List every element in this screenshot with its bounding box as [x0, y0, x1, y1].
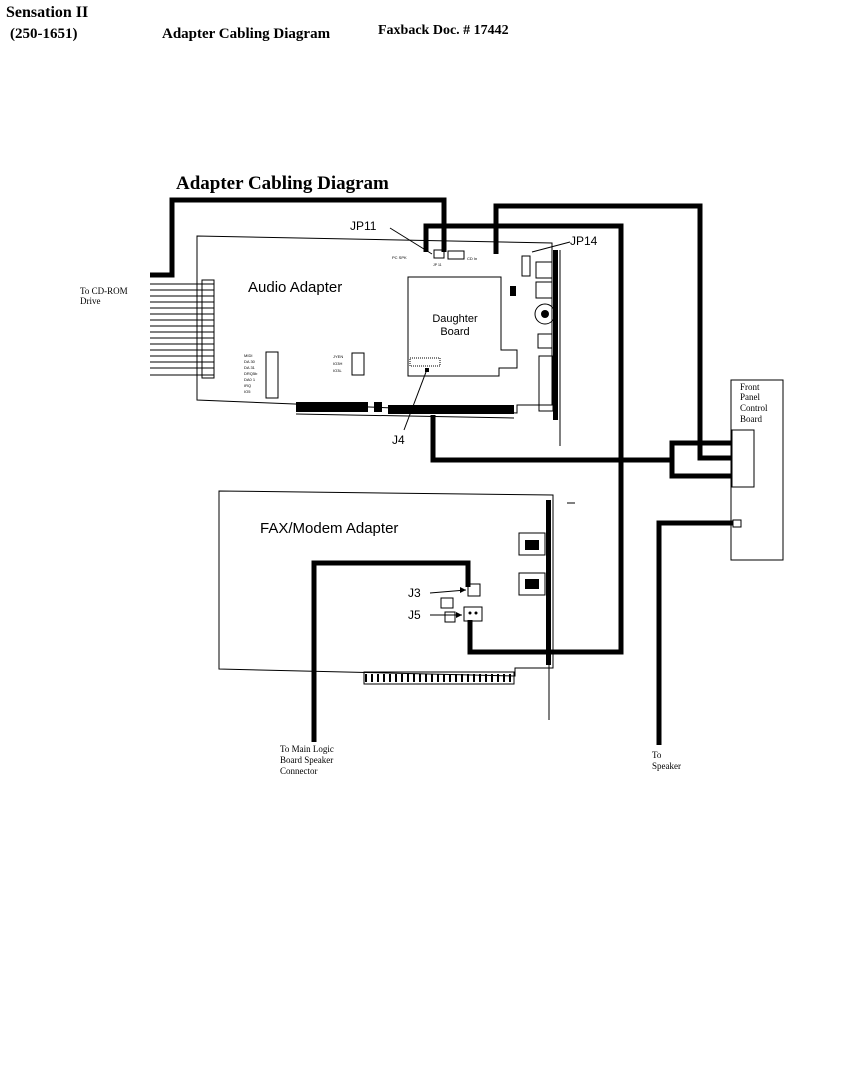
front-panel-label-line1: Front — [740, 382, 760, 392]
fax-modem-adapter-board: FAX/Modem Adapter — [218, 490, 575, 720]
front-panel-control-board: Front Panel Control Board — [730, 379, 784, 561]
front-panel-label-line2: Panel — [740, 392, 760, 402]
j4-leader — [403, 371, 427, 431]
j3-label: J3 — [408, 586, 421, 600]
cd-in-connector — [447, 250, 465, 260]
game-port — [538, 355, 554, 412]
cd-in-label: CD In — [467, 256, 477, 261]
svg-text:DA0 1: DA0 1 — [244, 377, 256, 382]
svg-text:DRQ5b: DRQ5b — [244, 371, 258, 376]
phone-jack-line — [518, 532, 546, 556]
jp14-to-front-panel-cable — [493, 203, 731, 461]
j4-connector — [425, 368, 429, 372]
audio-adapter-label: Audio Adapter — [248, 279, 342, 296]
front-panel-connector — [731, 429, 755, 488]
audio-jumper-block-right: JYEN IO3H IO3L — [333, 352, 365, 376]
product-name: Sensation II — [6, 4, 89, 21]
audio-jack — [537, 333, 553, 349]
document-title: Adapter Cabling Diagram — [162, 26, 331, 42]
to-main-logic-label-line1: To Main Logic — [280, 744, 334, 754]
fax-modem-label: FAX/Modem Adapter — [260, 520, 398, 537]
model-number: (250-1651) — [10, 26, 78, 42]
j5-connector — [463, 606, 483, 622]
svg-text:IRQ: IRQ — [244, 383, 251, 388]
front-panel-to-speaker-cable — [656, 520, 733, 745]
to-speaker-label-line1: To — [652, 750, 662, 760]
audio-adapter-board: Audio Adapter PC SPK CD In JP 11 MIDI DA… — [196, 235, 561, 446]
jp14-label: JP14 — [570, 234, 598, 248]
jp11-label: JP11 — [350, 219, 377, 233]
audio-edge-connector — [295, 402, 515, 419]
cdrom-audio-cable — [150, 197, 447, 278]
fax-edge-connector — [363, 671, 515, 685]
diagram-title: Adapter Cabling Diagram — [176, 173, 389, 194]
front-panel-label-line3: Control — [740, 403, 768, 413]
svg-text:DA 31: DA 31 — [244, 365, 256, 370]
jumper-block — [444, 611, 456, 623]
to-main-logic-label-line3: Connector — [280, 766, 318, 776]
to-cdrom-label-line2: Drive — [80, 296, 101, 306]
daughter-board: Daughter Board — [407, 276, 518, 377]
j4-to-front-panel-cable — [430, 415, 731, 463]
phone-jack-phone — [518, 572, 546, 596]
j3-to-main-logic-cable — [311, 560, 471, 742]
front-panel-link-cable — [669, 460, 731, 479]
jp11-to-j5-cable — [423, 223, 624, 655]
daughter-board-label-line1: Daughter — [432, 313, 478, 325]
svg-text:IO3L: IO3L — [333, 368, 342, 373]
audio-bracket — [553, 250, 558, 420]
jumper-block — [440, 597, 454, 609]
j3-connector — [467, 583, 481, 597]
audio-jack — [535, 261, 553, 279]
front-panel-speaker-connector — [732, 519, 742, 528]
svg-text:IO5: IO5 — [244, 389, 251, 394]
front-panel-label-line4: Board — [740, 414, 762, 424]
to-cdrom-label-line1: To CD-ROM — [80, 286, 128, 296]
svg-text:MIDI: MIDI — [244, 353, 252, 358]
to-main-logic-label-line2: Board Speaker — [280, 755, 333, 765]
jp11-connector — [433, 249, 445, 259]
j5-label: J5 — [408, 608, 421, 622]
audio-jack — [535, 281, 553, 299]
svg-text:JYEN: JYEN — [333, 354, 343, 359]
daughter-board-label-line2: Board — [440, 326, 469, 338]
svg-text:IO3H: IO3H — [333, 361, 342, 366]
fax-bracket — [546, 500, 551, 665]
faxback-number: Faxback Doc. # 17442 — [378, 23, 509, 38]
to-speaker-label-line2: Speaker — [652, 761, 681, 771]
svg-text:DA 30: DA 30 — [244, 359, 256, 364]
jp14-leader — [531, 241, 571, 253]
jp14-connector — [521, 255, 531, 277]
audio-jack-round — [534, 303, 556, 325]
pc-spk-label: PC SPK — [392, 255, 407, 260]
j4-label: J4 — [392, 433, 405, 447]
cdrom-ribbon-cable — [150, 279, 215, 379]
audio-jumper-block-left: MIDI DA 30 DA 31 DRQ5b DA0 1 IRQ IO5 — [244, 351, 279, 399]
jp11-small-label: JP 11 — [433, 263, 442, 267]
